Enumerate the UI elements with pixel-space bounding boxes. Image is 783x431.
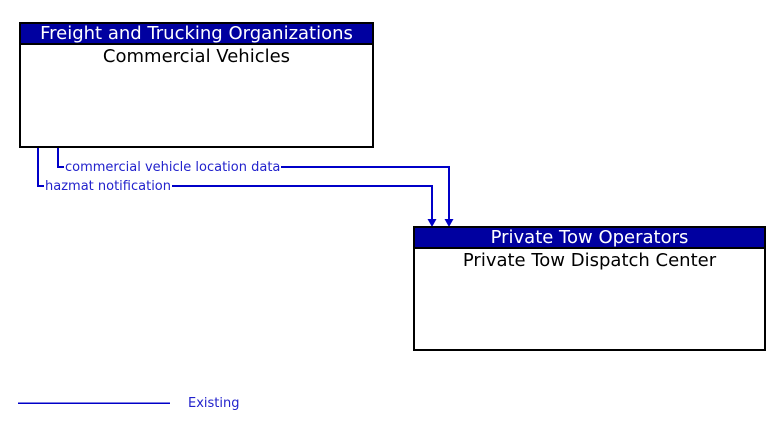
flow-label-commercial-vehicle-location-data: commercial vehicle location data (64, 160, 282, 175)
entity-body: Private Tow Dispatch Center (415, 249, 764, 271)
entity-box-freight-and-trucking-organizations: Freight and Trucking Organizations Comme… (19, 22, 374, 148)
entity-box-private-tow-operators: Private Tow Operators Private Tow Dispat… (413, 226, 766, 351)
entity-body-label: Private Tow Dispatch Center (462, 250, 717, 271)
entity-header-label: Freight and Trucking Organizations (40, 23, 353, 44)
entity-header: Freight and Trucking Organizations (21, 24, 372, 45)
entity-body: Commercial Vehicles (21, 45, 372, 67)
legend-label-existing: Existing (188, 396, 240, 411)
entity-body-label: Commercial Vehicles (102, 46, 291, 67)
flow-label-hazmat-notification: hazmat notification (44, 179, 172, 194)
entity-header: Private Tow Operators (415, 228, 764, 249)
entity-header-label: Private Tow Operators (490, 227, 689, 248)
